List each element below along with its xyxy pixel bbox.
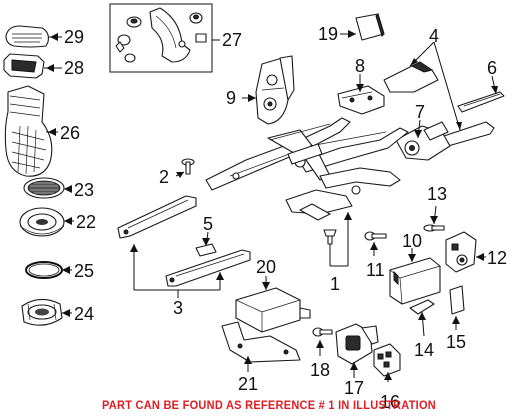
part-1-seat-track-frame <box>205 117 409 221</box>
arrow-18 <box>316 340 324 348</box>
part-26-air-duct <box>4 85 53 177</box>
part-9-hinge-bracket <box>255 55 295 125</box>
part-16-connector <box>373 343 401 377</box>
part-14-pad <box>409 299 435 315</box>
callout-21: 21 <box>238 374 258 394</box>
callout-1: 1 <box>330 274 340 294</box>
callout-22: 22 <box>76 212 96 232</box>
arrow-9 <box>248 94 256 102</box>
part-20-module <box>235 287 311 333</box>
callout-13: 13 <box>427 184 447 204</box>
part-10-control-module <box>389 257 441 305</box>
callout-28: 28 <box>64 58 84 78</box>
arrow-3a <box>130 244 138 252</box>
part-15-pad <box>449 285 465 315</box>
callout-19: 19 <box>318 24 338 44</box>
callout-24: 24 <box>74 304 94 324</box>
callout-14: 14 <box>414 340 434 360</box>
bolt-frame <box>323 229 337 245</box>
part-2-bolt <box>181 158 195 175</box>
callout-5: 5 <box>203 214 213 234</box>
callout-27: 27 <box>222 30 242 50</box>
callout-26: 26 <box>60 123 80 143</box>
callout-17: 17 <box>344 378 364 398</box>
arrow-17 <box>350 362 358 370</box>
part-18-screw <box>312 327 333 337</box>
part-19-cover <box>355 13 385 41</box>
part-28-seat-switch <box>3 53 45 79</box>
leader-4b <box>433 41 461 131</box>
callout-4: 4 <box>429 26 439 46</box>
callout-10: 10 <box>402 231 422 251</box>
callout-3: 3 <box>173 298 183 318</box>
part-12-sensor <box>445 231 477 273</box>
arrow-14 <box>418 312 426 320</box>
part-29-switch-trim <box>5 25 49 48</box>
callout-12: 12 <box>487 248 507 268</box>
arrow-23 <box>64 185 72 193</box>
arrow-20 <box>262 282 270 290</box>
arrow-4a <box>410 58 418 66</box>
arrow-12 <box>476 253 484 261</box>
part-23-speaker-grille <box>23 177 65 199</box>
callout-15: 15 <box>446 332 466 352</box>
callout-labels: 29 28 26 23 22 25 24 27 19 9 8 4 6 7 2 5… <box>60 24 507 412</box>
part-25-seal-ring <box>25 261 63 279</box>
callout-18: 18 <box>310 360 330 380</box>
callout-8: 8 <box>355 56 365 76</box>
part-11-bolt <box>364 231 387 241</box>
arrow-19 <box>348 30 356 38</box>
arrow-8 <box>356 84 364 92</box>
arrow-6 <box>491 86 498 94</box>
arrow-21 <box>244 356 252 364</box>
arrow-25 <box>62 266 70 274</box>
arrow-24 <box>62 309 70 317</box>
part-24-speaker-housing <box>21 298 63 326</box>
arrow-28 <box>46 64 54 72</box>
part-21-bracket-plate <box>221 321 301 363</box>
arrow-22 <box>64 217 72 225</box>
callout-11: 11 <box>366 260 385 280</box>
part-5-clip <box>195 243 217 257</box>
arrow-10 <box>408 254 416 262</box>
callout-7: 7 <box>415 102 425 122</box>
arrow-7 <box>414 130 422 138</box>
arrow-13 <box>430 216 438 224</box>
arrow-1 <box>344 212 352 220</box>
part-22-speaker <box>19 207 65 237</box>
part-4-seat-track-covers <box>383 61 495 147</box>
callout-6: 6 <box>487 58 497 78</box>
callout-9: 9 <box>226 88 236 108</box>
arrow-3b <box>216 272 224 280</box>
arrow-29 <box>50 33 58 41</box>
arrow-11 <box>370 242 378 250</box>
callout-23: 23 <box>74 180 94 200</box>
arrow-4b <box>456 122 462 130</box>
part-3-track-covers <box>117 195 251 287</box>
part-27-hardware-kit <box>109 3 213 73</box>
arrow-26 <box>48 128 56 136</box>
callout-29: 29 <box>64 27 84 47</box>
callout-16: 16 <box>380 392 400 412</box>
reference-footnote: PART CAN BE FOUND AS REFERENCE # 1 IN IL… <box>102 398 436 412</box>
part-6-trim-strip <box>457 91 505 113</box>
arrow-2 <box>176 172 184 178</box>
part-13-screw <box>423 224 445 232</box>
arrow-5 <box>202 238 210 246</box>
callout-25: 25 <box>74 261 94 281</box>
arrow-16 <box>384 372 392 380</box>
callout-2: 2 <box>159 167 169 187</box>
part-17-bracket <box>335 323 379 365</box>
arrow-15 <box>452 316 460 324</box>
part-8-mount-bracket <box>337 85 385 115</box>
callout-20: 20 <box>256 257 276 277</box>
part-7-adjuster-bracket <box>395 121 451 161</box>
